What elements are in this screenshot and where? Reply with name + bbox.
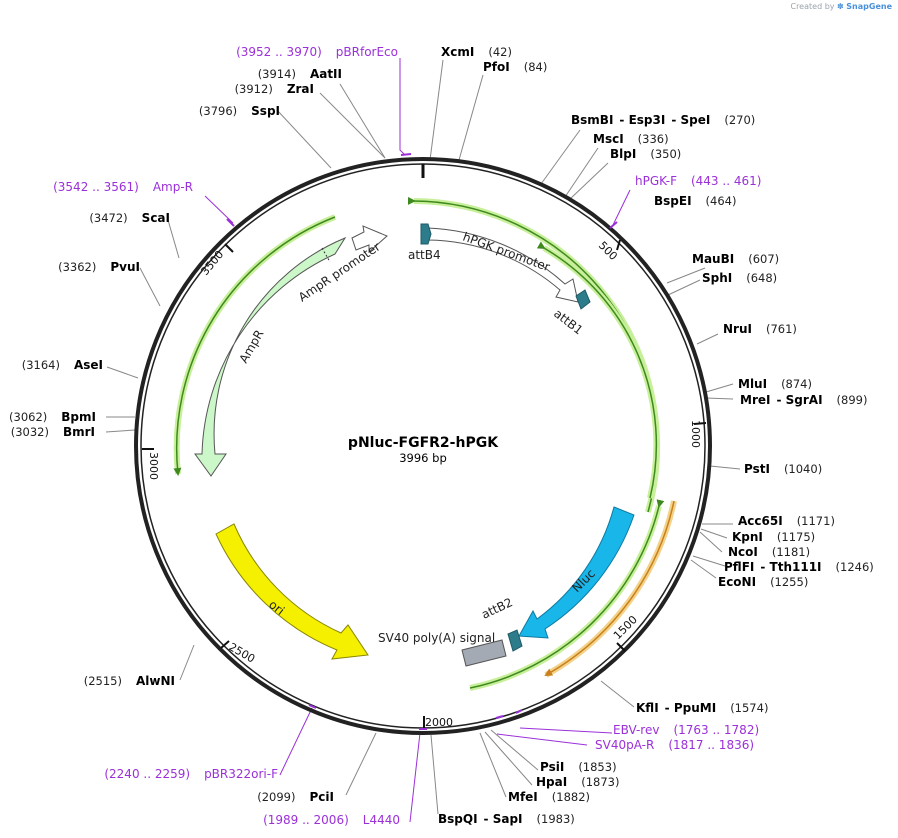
feature-attb4 <box>420 223 432 245</box>
enzyme-sphi: SphI(648) <box>702 271 777 285</box>
feature-nluc <box>518 506 635 639</box>
tick-2000: 2000 <box>425 716 453 729</box>
enzyme-nrui: NruI(761) <box>723 322 797 336</box>
feature-ori <box>215 523 369 660</box>
label-attb2: attB2 <box>479 595 514 621</box>
feature-ampr <box>194 236 347 477</box>
tick-500: 500 <box>596 239 620 263</box>
enzyme-scai: (3472)ScaI <box>89 211 170 225</box>
enzyme-psii: PsiI(1853) <box>540 760 617 774</box>
tick-3000: 3000 <box>147 452 160 480</box>
enzyme-maubi: MauBI(607) <box>692 252 779 266</box>
primer-pbr322ori-f: (2240 .. 2259)pBR322ori-F <box>104 767 278 781</box>
enzyme-pfoi: PfoI(84) <box>483 60 547 74</box>
label-attb4: attB4 <box>408 248 441 262</box>
primer-pbrforeco: (3952 .. 3970)pBRforEco <box>236 45 398 59</box>
enzyme-bmri: (3032)BmrI <box>11 425 95 439</box>
enzyme-mfei: MfeI(1882) <box>508 790 590 804</box>
primer-leaders <box>204 58 631 823</box>
enzyme-econi: EcoNI(1255) <box>718 575 808 589</box>
label-ampr-promoter: AmpR promoter <box>296 240 383 305</box>
enzyme-pflfi: PflFI- Tth111I(1246) <box>724 560 874 574</box>
enzyme-alwni: (2515)AlwNI <box>84 674 175 688</box>
enzyme-xcmi: XcmI(42) <box>441 45 512 59</box>
enzyme-mlui: MluI(874) <box>738 377 812 391</box>
primer-labels: (3952 .. 3970)pBRforEco hPGK-F(443 .. 46… <box>53 45 761 827</box>
enzyme-asei: (3164)AseI <box>22 358 103 372</box>
primer-amp-r: (3542 .. 3561)Amp-R <box>53 180 193 194</box>
snapgene-logo: ✽ <box>837 2 844 11</box>
plasmid-name: pNluc-FGFR2-hPGK <box>348 435 499 451</box>
enzyme-bspqi: BspQI- SapI(1983) <box>438 812 575 826</box>
enzyme-zrai: (3912)ZraI <box>235 82 314 96</box>
feature-sv40-polya <box>461 639 507 667</box>
backbone-ring <box>134 157 712 735</box>
watermark-brand: SnapGene <box>846 2 892 11</box>
orf-arcs <box>173 196 677 691</box>
enzyme-blpi: BlpI(350) <box>610 147 681 161</box>
feature-attb1 <box>575 289 591 310</box>
plasmid-length: 3996 bp <box>399 451 447 465</box>
primer-sv40pa-r: SV40pA-R(1817 .. 1836) <box>595 738 754 752</box>
feature-attb2 <box>507 629 523 652</box>
enzyme-msci: MscI(336) <box>593 132 669 146</box>
enzyme-kfli: KflI- PpuMI(1574) <box>636 701 768 715</box>
enzyme-ncoi: NcoI(1181) <box>728 545 810 559</box>
watermark-prefix: Created by <box>790 2 835 11</box>
primer-l4440: (1989 .. 2006)L4440 <box>263 813 400 827</box>
enzyme-aatii: (3914)AatII <box>258 67 342 81</box>
enzyme-kpni: KpnI(1175) <box>732 530 815 544</box>
primer-ebv-rev: EBV-rev(1763 .. 1782) <box>613 723 759 737</box>
enzyme-hpai: HpaI(1873) <box>536 775 619 789</box>
enzyme-bspei: BspEI(464) <box>654 194 736 208</box>
enzyme-pcii: (2099)PciI <box>257 790 334 804</box>
enzyme-psti: PstI(1040) <box>744 462 822 476</box>
enzyme-acc65i: Acc65I(1171) <box>738 514 835 528</box>
label-sv40-polya: SV40 poly(A) signal <box>378 631 495 645</box>
enzyme-labels: XcmI(42) PfoI(84) BsmBI- Esp3I- SpeI(270… <box>9 45 874 826</box>
enzyme-mrei: MreI- SgrAI(899) <box>740 393 867 407</box>
enzyme-bsmbi: BsmBI- Esp3I- SpeI(270) <box>571 113 755 127</box>
enzyme-bpmi: (3062)BpmI <box>9 410 96 424</box>
leader-lines <box>105 59 741 815</box>
primer-hpgk-f: hPGK-F(443 .. 461) <box>635 174 761 188</box>
enzyme-pvui: (3362)PvuI <box>58 260 140 274</box>
watermark: Created by ✽ SnapGene <box>790 2 892 11</box>
primer-marks <box>226 153 618 730</box>
feature-hpgk-promoter <box>427 227 579 303</box>
tick-1000: 1000 <box>689 420 702 448</box>
feature-ampr-promoter <box>351 225 388 254</box>
enzyme-sspi: (3796)SspI <box>199 104 280 118</box>
tick-marks <box>142 164 707 728</box>
label-attb1: attB1 <box>551 306 585 337</box>
